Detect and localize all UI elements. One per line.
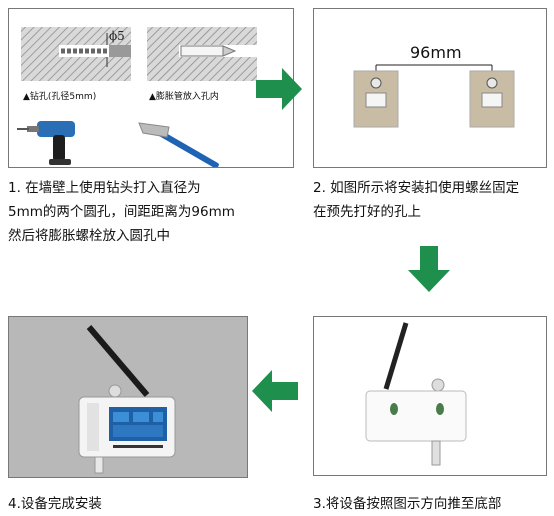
device-back-icon [365,378,467,466]
anchor-icon [180,45,224,57]
anchor-label: ▲膨胀管放入孔内 [149,92,219,102]
step1-caption-line: 5mm的两个圆孔，间距距离为96mm [8,204,235,220]
step2-panel: 96mm [313,8,547,168]
step4-panel [8,316,248,478]
antenna-icon [383,322,409,390]
arrow-left-icon [252,370,298,412]
arrow-down-icon [408,246,450,292]
step2-caption: 2. 如图所示将安装扣使用螺丝固定 在预先打好的孔上 [313,176,553,224]
arrow-right-icon [256,68,302,110]
installed-device-icon [78,396,176,474]
step3-panel [313,316,547,476]
step4-caption: 4.设备完成安装 [8,496,102,512]
step3-caption: 3.将设备按照图示方向推至底部 [313,496,502,512]
power-drill-icon [17,121,75,165]
step1-illustration [17,27,257,167]
step1-caption: 1. 在墙壁上使用钻头打入直径为 5mm的两个圆孔，间距距离为96mm 然后将膨… [8,176,298,248]
mounting-clip-left-icon [353,70,399,128]
mounting-clip-right-icon [469,70,515,128]
step2-caption-line: 2. 如图所示将安装扣使用螺丝固定 [313,180,520,196]
step4-illustration [78,325,176,474]
step1-caption-line: 1. 在墙壁上使用钻头打入直径为 [8,180,201,196]
step3-illustration [365,322,467,466]
step1-panel: ϕ5 ▲钻孔(孔径5mm) ▲膨胀管放入孔内 [8,8,294,168]
antenna-icon [86,325,150,397]
step1-caption-line: 然后将膨胀螺栓放入圆孔中 [8,228,170,244]
drill-hole-label: ▲钻孔(孔径5mm) [23,92,97,102]
step2-illustration [353,64,515,128]
step2-caption-line: 在预先打好的孔上 [313,204,421,220]
spacing-label: 96mm [410,43,462,62]
hammer-icon [138,122,219,167]
diameter-label: ϕ5 [109,29,125,43]
